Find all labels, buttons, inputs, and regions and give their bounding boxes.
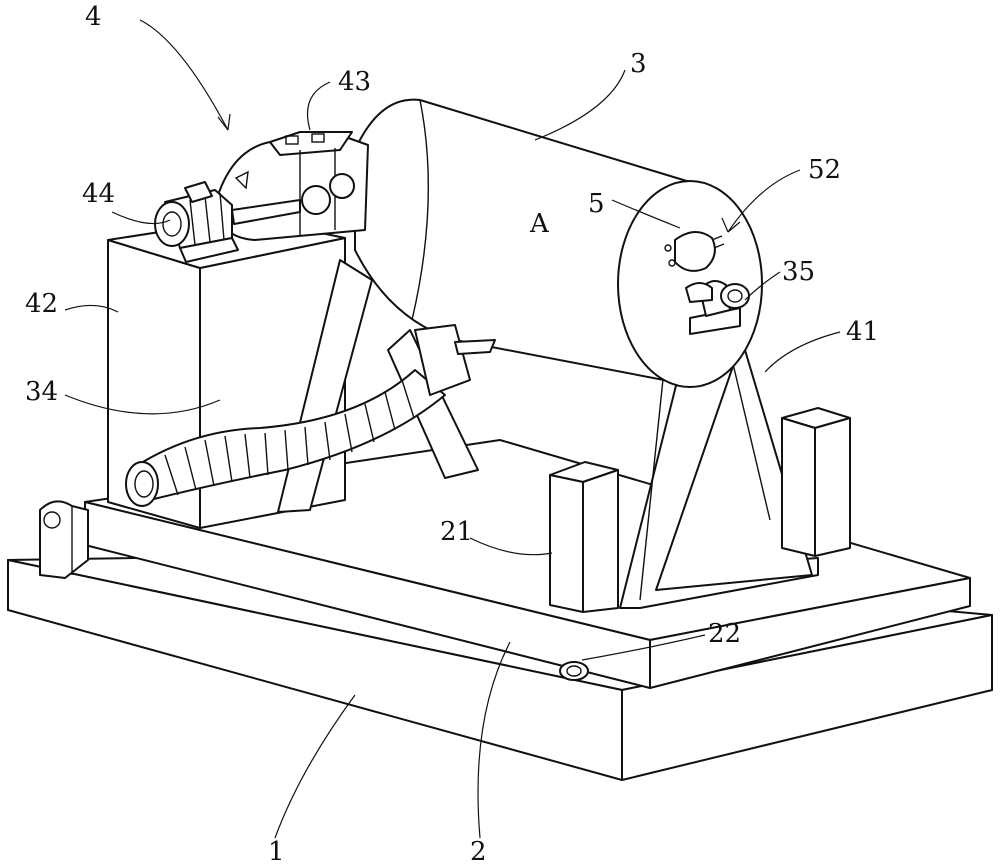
hinge-lug-left — [40, 501, 88, 578]
label-3: 3 — [630, 49, 647, 79]
post-21 — [550, 462, 618, 612]
label-43: 43 — [338, 67, 371, 97]
post-right — [782, 408, 850, 556]
label-4: 4 — [85, 2, 102, 32]
label-42: 42 — [25, 289, 58, 319]
label-21: 21 — [440, 517, 473, 547]
label-34: 34 — [25, 377, 58, 407]
label-44: 44 — [82, 179, 115, 209]
hinge-pin-22 — [560, 662, 588, 680]
label-2: 2 — [470, 837, 487, 865]
label-41: 41 — [846, 317, 879, 347]
label-22: 22 — [708, 619, 741, 649]
label-52: 52 — [808, 155, 841, 185]
label-1: 1 — [268, 837, 285, 865]
label-A: A — [529, 209, 550, 239]
label-5: 5 — [588, 189, 605, 219]
label-35: 35 — [782, 257, 815, 287]
